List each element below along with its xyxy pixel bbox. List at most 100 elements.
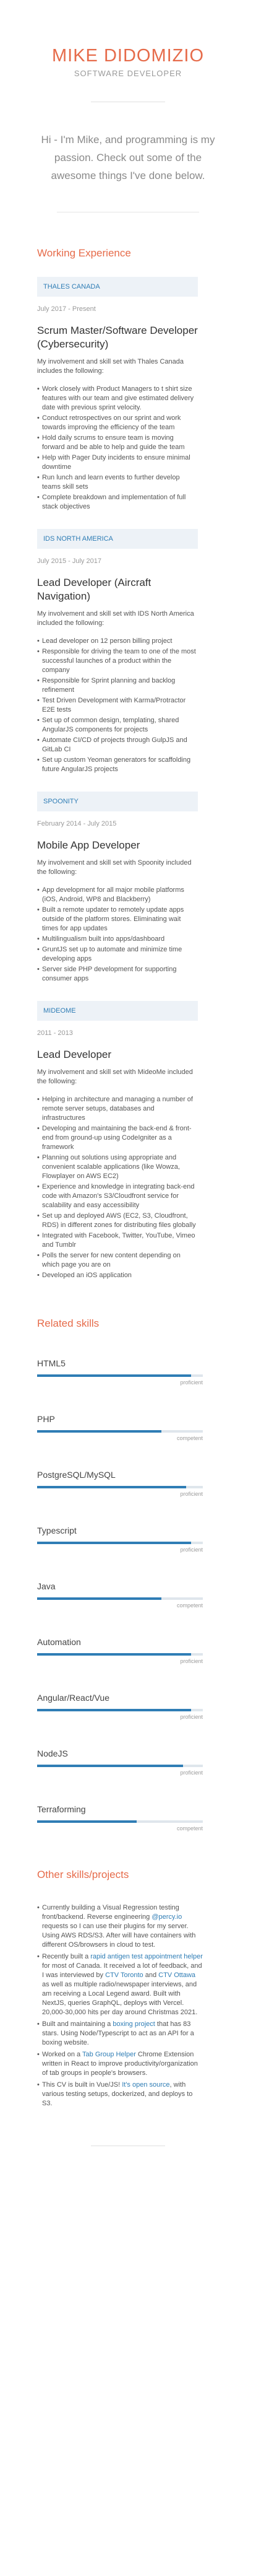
job-bullet: Complete breakdown and implementation of… [37, 493, 198, 512]
job-bullet: Built a remote updater to remotely updat… [37, 906, 198, 933]
intro-text: Hi - I'm Mike, and programming is my pas… [41, 134, 215, 181]
job-bullet: Integrated with Facebook, Twitter, YouTu… [37, 1231, 198, 1250]
skill-bar-fill [37, 1709, 192, 1711]
header: MIKE DIDOMIZIO SOFTWARE DEVELOPER Hi - I… [0, 0, 256, 212]
skill-name: Automation [37, 1637, 81, 1647]
job-description: My involvement and skill set with Thales… [37, 358, 184, 375]
skill-bar-fill [37, 1653, 192, 1656]
project-link[interactable]: Tab Group Helper [82, 2051, 136, 2058]
skill-bar-fill [37, 1486, 187, 1488]
skill-item: Typescript proficient [37, 1526, 203, 1553]
project-text: requests so I can use their plugins for … [42, 1923, 196, 1949]
job-bullet: Multilingualism built into apps/dashboar… [37, 935, 198, 944]
project-text: , with various testing setups, dockerize… [42, 2081, 193, 2107]
job-bullet: Responsible for Sprint planning and back… [37, 676, 198, 695]
company-banner: MIDEOME [37, 1001, 198, 1021]
project-text: that has 83 stars. Using Node/Typescript… [42, 2020, 194, 2046]
project-text: This CV is built in Vue/JS! [42, 2081, 122, 2089]
job-dates: 2011 - 2013 [37, 1029, 73, 1037]
project-text: Recently built a [42, 1953, 91, 1960]
job-bullet: Developed an iOS application [37, 1271, 198, 1280]
skill-level: proficient [180, 1658, 203, 1664]
skill-bar [37, 1653, 203, 1656]
job-bullet: Run lunch and learn events to further de… [37, 473, 198, 492]
job-bullet: Hold daily scrums to ensure team is movi… [37, 434, 198, 452]
skill-name: Java [37, 1581, 56, 1591]
skill-item: PostgreSQL/MySQL proficient [37, 1470, 203, 1497]
job-bullet: GruntJS set up to automate and minimize … [37, 945, 198, 964]
skill-bar [37, 1542, 203, 1544]
job-description: My involvement and skill set with MideoM… [37, 1068, 193, 1085]
job-bullets: Lead developer on 12 person billing proj… [37, 637, 198, 774]
company-banner: SPOONITY [37, 792, 198, 811]
job-bullet: Automate CI/CD of projects through GulpJ… [37, 736, 198, 754]
job-bullet: Work closely with Product Managers to t … [37, 385, 198, 413]
job-title: Lead Developer [37, 1049, 112, 1060]
project-text: as well as multiple radio/newspaper inte… [42, 1981, 198, 2016]
project-text: and [143, 1971, 159, 1979]
project-link[interactable]: CTV Toronto [105, 1971, 143, 1979]
skill-bar [37, 1486, 203, 1488]
skill-bar-fill [37, 1430, 161, 1433]
job-title: Scrum Master/Software Developer (Cyberse… [37, 325, 198, 350]
skill-level: competent [176, 1602, 203, 1609]
skill-name: NodeJS [37, 1749, 68, 1758]
skill-level: proficient [180, 1547, 203, 1553]
company-banner: IDS NORTH AMERICA [37, 529, 198, 549]
skill-name: PostgreSQL/MySQL [37, 1470, 116, 1480]
project-text: for most of Canada. It received a lot of… [42, 1962, 202, 1979]
job-description: My involvement and skill set with Spooni… [37, 859, 192, 876]
project-text: Built and maintaining a [42, 2020, 113, 2028]
skill-bar [37, 1765, 203, 1767]
skill-name: Typescript [37, 1526, 77, 1535]
project-link[interactable]: It's open source [122, 2081, 170, 2089]
job-bullet: Test Driven Development with Karma/Protr… [37, 696, 198, 715]
project-link[interactable]: boxing project [113, 2020, 155, 2028]
company-banner: THALES CANADA [37, 277, 198, 297]
project-link[interactable]: rapid antigen test appointment helper [90, 1953, 203, 1960]
project-item: Built and maintaining a boxing project t… [37, 2020, 204, 2048]
job-description: My involvement and skill set with IDS No… [37, 610, 194, 627]
project-item: Currently building a Visual Regression t… [37, 1903, 204, 1950]
job-bullet: Responsible for driving the team to one … [37, 647, 198, 675]
skill-name: PHP [37, 1414, 55, 1424]
project-item: This CV is built in Vue/JS! It's open so… [37, 2080, 204, 2108]
job-bullets: Work closely with Product Managers to t … [37, 385, 198, 512]
project-link[interactable]: CTV Ottawa [158, 1971, 196, 1979]
other-projects-list: Currently building a Visual Regression t… [37, 1903, 204, 2108]
section-title-other: Other skills/projects [37, 1869, 129, 1880]
project-item: Recently built a rapid antigen test appo… [37, 1952, 204, 2017]
job-title: Mobile App Developer [37, 839, 140, 851]
resume-page: MIKE DIDOMIZIO SOFTWARE DEVELOPER Hi - I… [0, 0, 256, 2146]
skill-level: proficient [180, 1379, 203, 1386]
job-bullet: Server side PHP development for supporti… [37, 965, 198, 984]
job-bullet: Helping in architecture and managing a n… [37, 1095, 198, 1123]
project-text: Currently building a Visual Regression t… [42, 1904, 179, 1921]
skill-bar [37, 1820, 203, 1823]
job-bullet: Set up and deployed AWS (EC2, S3, Cloudf… [37, 1212, 198, 1230]
project-text: Chrome Extension written in React to imp… [42, 2051, 198, 2077]
job-title: Lead Developer (Aircraft Navigation) [37, 577, 151, 602]
job-bullets: App development for all major mobile pla… [37, 886, 198, 984]
skill-level: proficient [180, 1491, 203, 1497]
skill-bar [37, 1430, 203, 1433]
skill-bar-fill [37, 1374, 192, 1377]
job-bullet: Planning out solutions using appropriate… [37, 1153, 198, 1181]
job-bullet: Lead developer on 12 person billing proj… [37, 637, 198, 646]
job-dates: February 2014 - July 2015 [37, 820, 117, 827]
skill-level: competent [176, 1825, 203, 1832]
project-item: Worked on a Tab Group Helper Chrome Exte… [37, 2050, 204, 2078]
role-subtitle: SOFTWARE DEVELOPER [74, 69, 182, 78]
project-text: Worked on a [42, 2051, 83, 2058]
job-dates: July 2017 - Present [37, 305, 96, 313]
project-link[interactable]: @percy.io [151, 1913, 182, 1921]
skill-name: Angular/React/Vue [37, 1693, 109, 1703]
